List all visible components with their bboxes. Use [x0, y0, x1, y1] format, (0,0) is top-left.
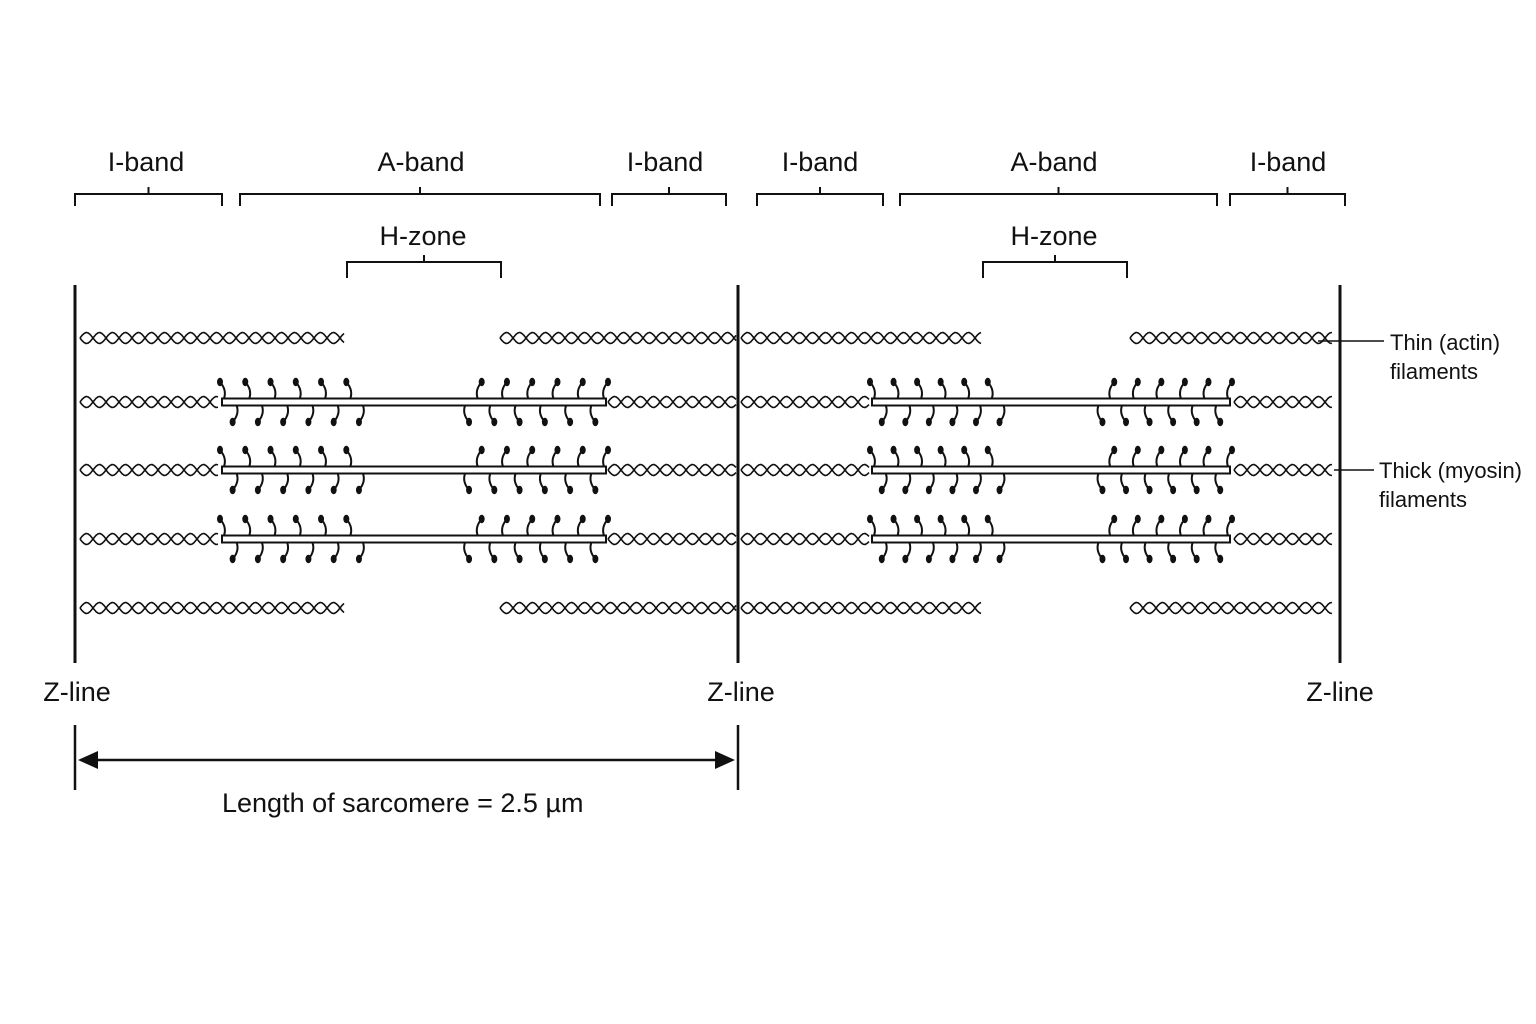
thick-filament-left-2 [217, 514, 611, 564]
thin-filament-inner1-a [79, 463, 219, 477]
h-zone-label-2: H-zone [1010, 221, 1098, 251]
thick-filament-right-2 [867, 514, 1235, 564]
thin-filament-inner2-d [1233, 532, 1333, 546]
i-band-label-3: I-band [781, 147, 859, 177]
h-zone-label-1: H-zone [379, 221, 467, 251]
arrow-right-head [715, 751, 735, 769]
thick-filament-label-line1: Thick (myosin) [1379, 458, 1523, 483]
filament-leader-lines [1318, 340, 1384, 471]
thin-filament-label-line1: Thin (actin) [1390, 330, 1501, 355]
band-brackets [74, 187, 1346, 278]
thin-filament-inner0-d [1233, 395, 1333, 409]
sarcomere-length-label: Length of sarcomere = 2.5 µm [222, 788, 584, 818]
thin-filament-inner1-b [607, 463, 737, 477]
thin-filament-row1-d [1129, 601, 1333, 615]
a-band-bracket-1 [239, 187, 601, 206]
a-band-label-2: A-band [1010, 147, 1098, 177]
thin-filament-label-line2: filaments [1390, 359, 1479, 384]
thin-filament-row0-c [740, 331, 982, 345]
thin-filament-label: Thin (actin) filaments [1390, 328, 1500, 386]
i-band-label-4: I-band [1249, 147, 1327, 177]
z-lines [73, 285, 1342, 663]
thick-filament-label-line2: filaments [1379, 487, 1468, 512]
i-band-bracket-1 [74, 187, 223, 206]
thick-filament-right-0 [867, 377, 1235, 427]
h-zone-bracket-2 [982, 255, 1128, 278]
thin-filament-row1-c [740, 601, 982, 615]
thick-filament-label: Thick (myosin) filaments [1379, 456, 1522, 514]
thin-filament-row0-a [79, 331, 345, 345]
i-band-bracket-2 [611, 187, 727, 206]
arrow-left-head [78, 751, 98, 769]
thin-filament-inner0-a [79, 395, 219, 409]
thick-filaments [217, 377, 1235, 564]
thin-filament-inner1-c [740, 463, 870, 477]
i-band-label-1: I-band [107, 147, 185, 177]
a-band-bracket-2 [899, 187, 1218, 206]
thin-filament-inner2-b [607, 532, 737, 546]
thin-filament-row0-d [1129, 331, 1333, 345]
thin-filament-inner0-b [607, 395, 737, 409]
h-zone-bracket-1 [346, 255, 502, 278]
sarcomere-length-arrow [73, 725, 740, 790]
thick-filament-left-0 [217, 377, 611, 427]
thin-filament-row1-a [79, 601, 345, 615]
i-band-bracket-4 [1229, 187, 1346, 206]
thin-filament-row1-b [499, 601, 737, 615]
a-band-label-1: A-band [377, 147, 465, 177]
thin-filament-row0-b [499, 331, 737, 345]
thin-filament-inner2-a [79, 532, 219, 546]
thick-filament-left-1 [217, 445, 611, 495]
thin-filament-inner0-c [740, 395, 870, 409]
z-line-label-1: Z-line [43, 677, 111, 707]
thick-filament-right-1 [867, 445, 1235, 495]
z-line-label-3: Z-line [1306, 677, 1374, 707]
thin-filament-inner2-c [740, 532, 870, 546]
thin-filament-inner1-d [1233, 463, 1333, 477]
i-band-label-2: I-band [626, 147, 704, 177]
z-line-label-2: Z-line [707, 677, 775, 707]
thin-filaments [79, 331, 1333, 615]
i-band-bracket-3 [756, 187, 884, 206]
